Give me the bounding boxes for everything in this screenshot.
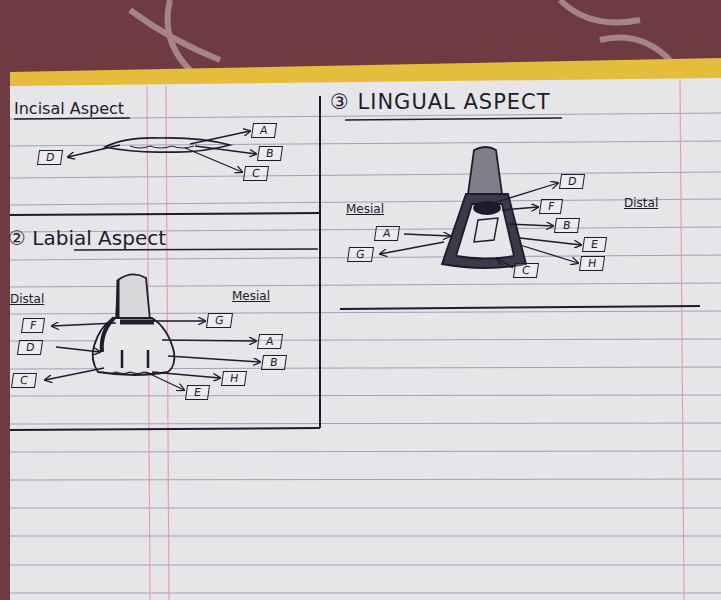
letter-box: C bbox=[513, 263, 539, 278]
letter-box: A bbox=[374, 226, 400, 241]
paper-sheet bbox=[10, 78, 721, 600]
box-letter: E bbox=[193, 386, 202, 399]
direction-label: Distal bbox=[10, 292, 44, 306]
letter-box: D bbox=[17, 340, 44, 355]
box-letter: C bbox=[251, 167, 261, 180]
direction-label: Distal bbox=[624, 196, 658, 210]
box-letter: D bbox=[567, 175, 577, 188]
letter-box: E bbox=[582, 237, 607, 252]
ruled-lines bbox=[10, 113, 721, 593]
leader-arrows bbox=[45, 131, 581, 390]
box-letter: H bbox=[587, 257, 597, 270]
letter-box: F bbox=[21, 318, 45, 333]
box-letter: B bbox=[269, 356, 278, 369]
letter-box: D bbox=[559, 174, 586, 189]
letter-box: A bbox=[251, 123, 277, 138]
box-letter: G bbox=[355, 248, 365, 261]
letter-box: A bbox=[257, 334, 283, 349]
box-letter: A bbox=[382, 227, 391, 240]
direction-label: Mesial bbox=[346, 202, 384, 216]
letter-box: D bbox=[37, 150, 64, 165]
letter-box: B bbox=[257, 146, 283, 161]
box-letter: C bbox=[19, 374, 29, 387]
letter-box: F bbox=[539, 199, 563, 214]
box-letter: D bbox=[45, 151, 55, 164]
section-heading: ② Labial Aspect bbox=[8, 226, 166, 250]
box-letter: A bbox=[265, 335, 274, 348]
letter-box: C bbox=[243, 166, 269, 181]
box-letter: G bbox=[214, 314, 224, 327]
box-letter: F bbox=[29, 319, 37, 332]
fabric-pattern bbox=[130, 0, 670, 70]
section-heading: ③ LINGUAL ASPECT bbox=[330, 90, 551, 114]
box-letter: B bbox=[265, 147, 274, 160]
box-letter: D bbox=[25, 341, 35, 354]
box-letter: C bbox=[521, 264, 531, 277]
letter-box: G bbox=[347, 247, 374, 262]
box-letter: F bbox=[547, 200, 555, 213]
section-dividers bbox=[10, 96, 700, 430]
letter-box: E bbox=[185, 385, 210, 400]
direction-label: Mesial bbox=[232, 289, 270, 303]
letter-box: H bbox=[579, 256, 605, 271]
box-letter: A bbox=[259, 124, 268, 137]
lingual-tooth-sketch bbox=[442, 147, 526, 268]
letter-box: B bbox=[261, 355, 287, 370]
labial-tooth-sketch bbox=[93, 274, 175, 375]
letter-box: H bbox=[221, 371, 247, 386]
margin-lines bbox=[147, 79, 684, 600]
letter-box: B bbox=[554, 218, 580, 233]
letter-box: C bbox=[11, 373, 37, 388]
box-letter: B bbox=[562, 219, 571, 232]
box-letter: E bbox=[590, 238, 599, 251]
section-heading: Incisal Aspect bbox=[14, 99, 124, 118]
box-letter: H bbox=[229, 372, 239, 385]
letter-box: G bbox=[206, 313, 233, 328]
